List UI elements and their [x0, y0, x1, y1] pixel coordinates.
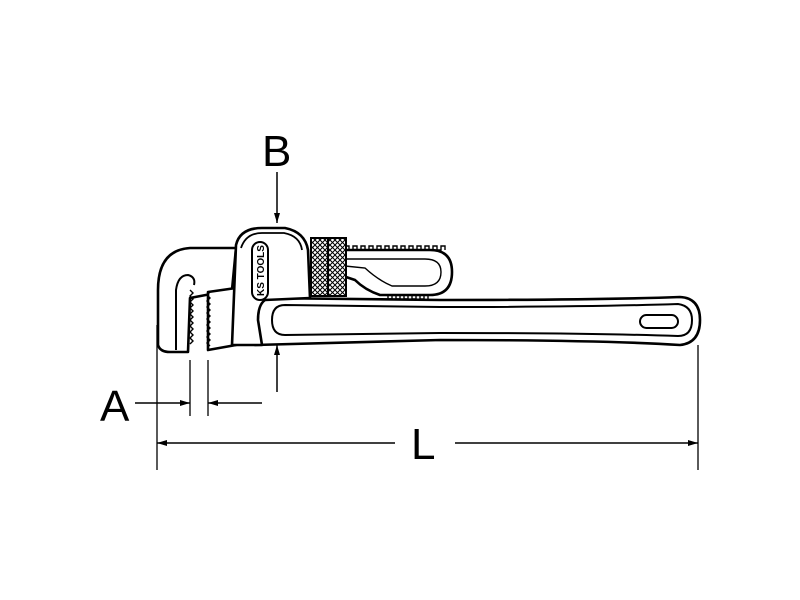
dimension-a [135, 325, 262, 470]
hang-slot [639, 314, 679, 329]
ks-tools-logo [251, 241, 269, 301]
knurled-adjusting-nut [310, 237, 347, 297]
label-l: L [411, 420, 436, 469]
threaded-bar [338, 245, 454, 300]
label-b: B [262, 127, 292, 176]
dimension-l [157, 345, 699, 470]
heel-jaw [206, 286, 238, 352]
label-a: A [100, 382, 130, 431]
wrench-handle [253, 295, 702, 347]
hook-jaw [156, 246, 238, 354]
wrench-head: KS TOOLS [230, 226, 312, 347]
svg-text:KS TOOLS: KS TOOLS [256, 245, 267, 296]
